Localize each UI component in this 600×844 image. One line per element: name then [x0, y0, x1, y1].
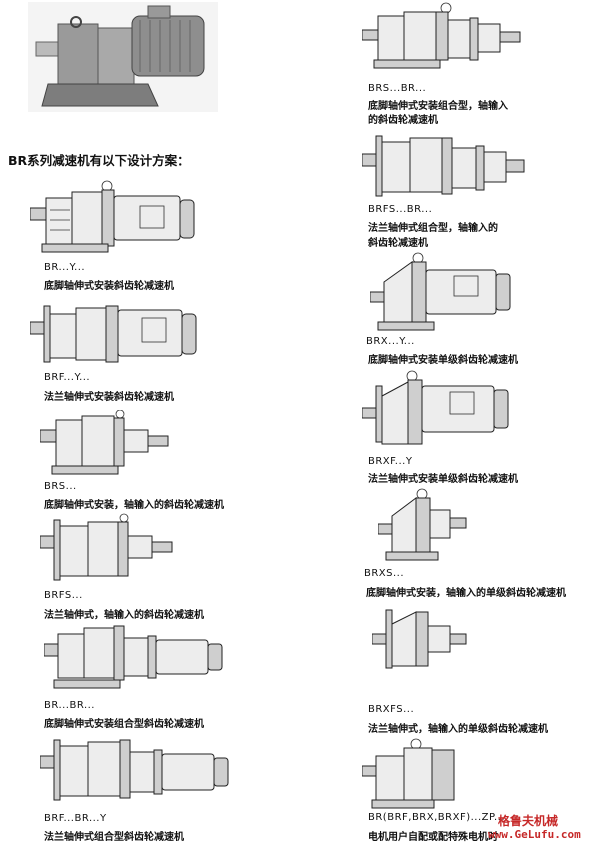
drawing-br-y	[29, 180, 205, 264]
item-desc: 底脚轴伸式安装单级斜齿轮减速机	[368, 355, 518, 366]
header-photo	[28, 2, 218, 112]
drawing-brxfs	[371, 604, 482, 678]
drawing-br-zp	[361, 736, 472, 816]
item-code: BRFS...	[44, 590, 83, 601]
drawing-brxf-y	[361, 370, 522, 458]
drawing-brxs	[377, 486, 478, 570]
item-code: BRXS...	[364, 568, 405, 579]
drawing-brs	[39, 409, 180, 482]
drawing-brf-br-y	[39, 732, 240, 812]
item-desc: 法兰轴伸式组合型，轴输入的	[368, 223, 498, 234]
section-heading: BR系列减速机有以下设计方案：	[8, 153, 190, 168]
drawing-brx-y	[369, 252, 530, 336]
drawing-brf-y	[29, 298, 205, 374]
item-code: BRS...BR...	[368, 83, 427, 94]
item-code: BR...BR...	[44, 700, 95, 711]
item-desc: 底脚轴伸式安装，轴输入的斜齿轮减速机	[44, 500, 224, 511]
drawing-br-br	[43, 620, 244, 698]
item-desc: 法兰轴伸式组合型斜齿轮减速机	[44, 832, 184, 843]
item-desc: 底脚轴伸式安装斜齿轮减速机	[44, 281, 174, 292]
item-desc: 法兰轴伸式，轴输入的单级斜齿轮减速机	[368, 724, 548, 735]
item-code: BRF...Y...	[44, 372, 91, 383]
drawing-brs-br	[361, 2, 532, 76]
item-desc: 底脚轴伸式安装组合型斜齿轮减速机	[44, 719, 204, 730]
item-code: BRXF...Y	[368, 456, 413, 467]
item-desc: 的斜齿轮减速机	[368, 115, 438, 126]
item-desc: 法兰轴伸式安装单级斜齿轮减速机	[368, 474, 518, 485]
item-code: BRS...	[44, 481, 77, 492]
item-code: BR...Y...	[44, 262, 86, 273]
drawing-brfs-br	[361, 130, 532, 206]
item-code: BRF...BR...Y	[44, 813, 107, 824]
item-desc: 斜齿轮减速机	[368, 238, 428, 249]
watermark-url[interactable]: www.GeLufu.com	[488, 828, 581, 841]
drawing-brfs	[39, 512, 180, 592]
item-code: BRFS...BR...	[368, 204, 433, 215]
watermark-name: 格鲁夫机械	[498, 814, 559, 828]
item-desc: 电机用户自配或配特殊电机时	[368, 832, 498, 843]
item-desc: 法兰轴伸式，轴输入的斜齿轮减速机	[44, 610, 204, 621]
item-code: BRX...Y...	[366, 336, 415, 347]
item-desc: 法兰轴伸式安装斜齿轮减速机	[44, 392, 174, 403]
item-desc: 底脚轴伸式安装，轴输入的单级斜齿轮减速机	[366, 588, 566, 599]
item-code: BR(BRF,BRX,BRXF)...ZP...	[368, 812, 505, 823]
item-code: BRXFS...	[368, 704, 415, 715]
item-desc: 底脚轴伸式安装组合型，轴输入	[368, 101, 508, 112]
